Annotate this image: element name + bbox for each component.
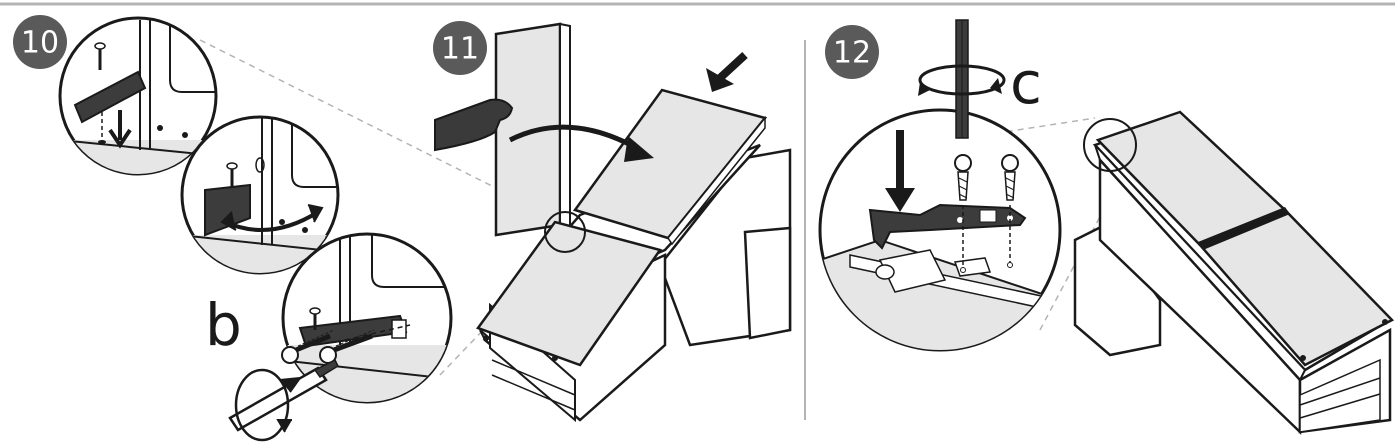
detail-screw-fasten: [281, 232, 453, 404]
step-11: 11: [433, 21, 792, 423]
press-arrow-icon: [717, 52, 748, 81]
step-11-number: 11: [441, 32, 479, 67]
clip-callout-circle: [1083, 118, 1137, 172]
step-12-number: 12: [833, 36, 871, 71]
step-10: 10: [13, 15, 561, 442]
rotation-arrow-icon: [918, 64, 1006, 96]
assembled-cabinet: [1073, 110, 1395, 435]
screw-icon: [1001, 154, 1019, 201]
screw-icon: [281, 329, 335, 364]
leader-line: [984, 117, 1096, 136]
swing-arrow-icon: [508, 124, 642, 153]
step-12: 12: [818, 19, 1395, 435]
screw-icon: [954, 154, 972, 201]
screwdriver-icon: [955, 19, 969, 139]
detail-clip-install: [818, 108, 1062, 352]
gloved-hand-icon: [434, 98, 514, 152]
step-11-badge: 11: [433, 21, 487, 75]
down-arrow-icon: [108, 110, 132, 149]
detail-bracket-insert: [58, 16, 218, 176]
step-12-label: c: [1010, 49, 1042, 117]
step-10-label: b: [205, 291, 242, 359]
screw-icon: [319, 329, 375, 364]
step-12-badge: 12: [825, 25, 879, 79]
screwdriver-rotation-icon: [234, 368, 290, 442]
cabinet-body: [476, 88, 792, 423]
detail-bracket-rotate: [180, 115, 340, 275]
hinge-callout-circle: [544, 211, 586, 253]
step-10-number: 10: [21, 26, 59, 61]
step-10-badge: 10: [13, 15, 67, 69]
